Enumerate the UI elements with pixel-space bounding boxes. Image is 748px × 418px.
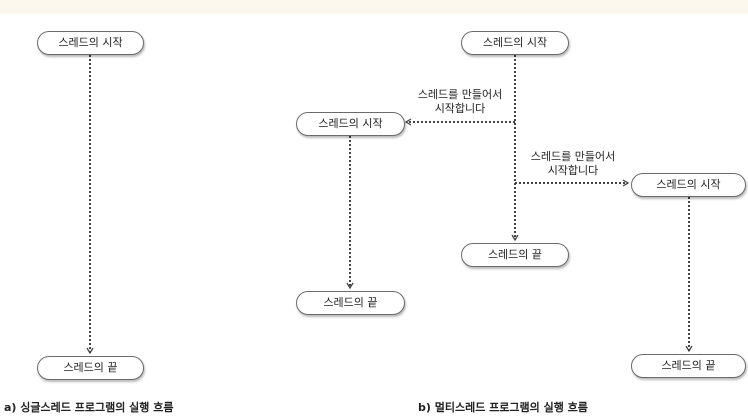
spawn-thread2-annotation: 스레드를 만들어서 시작합니다 xyxy=(519,150,627,178)
top-band xyxy=(0,0,748,14)
spawn-thread2-text-line2: 시작합니다 xyxy=(547,164,599,177)
main-thread-end-node: 스레드의 끝 xyxy=(461,243,569,267)
thread1-end-node: 스레드의 끝 xyxy=(296,291,405,315)
main-thread-start-node: 스레드의 시작 xyxy=(461,31,569,55)
caption-single-thread: a) 싱글스레드 프로그램의 실행 흐름 xyxy=(4,401,174,414)
thread2-start-node: 스레드의 시작 xyxy=(631,173,746,197)
single-thread-start-node: 스레드의 시작 xyxy=(37,31,144,55)
spawn-thread1-annotation: 스레드를 만들어서 시작합니다 xyxy=(408,88,512,116)
spawn-thread1-text-line2: 시작합니다 xyxy=(434,102,486,115)
thread1-start-node: 스레드의 시작 xyxy=(296,112,405,136)
single-thread-end-node: 스레드의 끝 xyxy=(37,356,144,380)
spawn-thread2-text-line1: 스레드를 만들어서 xyxy=(530,150,616,163)
thread2-end-node: 스레드의 끝 xyxy=(631,354,746,378)
caption-multi-thread: b) 멀티스레드 프로그램의 실행 흐름 xyxy=(418,401,588,414)
spawn-thread1-text-line1: 스레드를 만들어서 xyxy=(417,88,503,101)
